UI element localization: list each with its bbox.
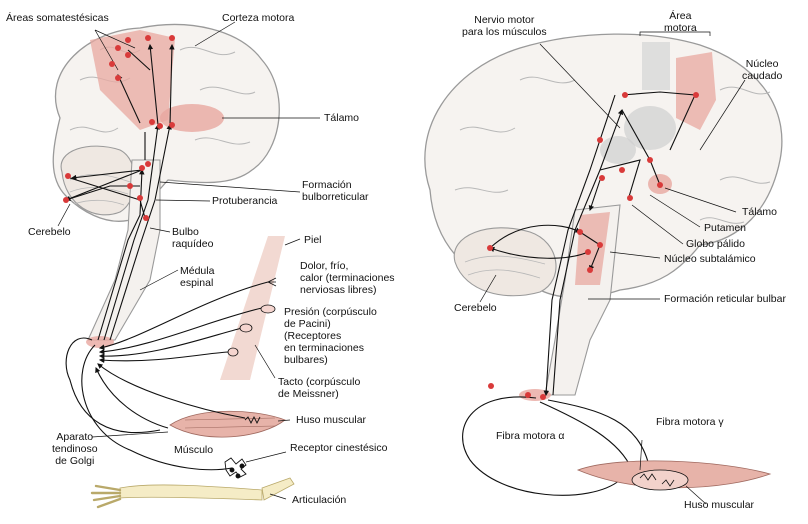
label-tacto: Tacto (corpúsculo de Meissner) [278, 376, 360, 400]
label-globo-palido: Globo pálido [686, 238, 745, 250]
label-huso-muscular-right: Huso muscular [684, 499, 754, 511]
label-putamen: Putamen [704, 222, 746, 234]
label-musculo: Músculo [174, 444, 213, 456]
label-formacion-reticular-bulbar: Formación reticular bulbar [664, 293, 786, 305]
label-nucleo-subtalamico: Núcleo subtalámico [664, 253, 756, 265]
label-presion: Presión (corpúsculo de Pacini) (Receptor… [284, 306, 377, 366]
label-fibra-motora-alfa: Fibra motora α [496, 430, 565, 442]
label-bulbo-raquideo: Bulbo raquídeo [172, 226, 213, 250]
label-formacion-bulborreticular: Formación bulborreticular [302, 179, 369, 203]
label-corteza-motora: Corteza motora [222, 12, 294, 24]
left-skin [220, 236, 285, 380]
right-cerebellum [454, 228, 556, 296]
label-fibra-motora-gamma: Fibra motora γ [656, 416, 724, 428]
label-huso-muscular-left: Huso muscular [296, 414, 366, 426]
left-cerebellum [61, 146, 135, 215]
label-areas-somatestesicas: Áreas somatestésicas [6, 12, 109, 24]
label-nervio-motor: Nervio motor para los músculos [462, 14, 547, 38]
label-cerebelo-left: Cerebelo [28, 226, 71, 238]
label-piel: Piel [304, 234, 322, 246]
label-aparato-tendinoso: Aparato tendinoso de Golgi [52, 431, 98, 467]
label-articulacion: Articulación [292, 494, 346, 506]
label-medula-espinal: Médula espinal [180, 265, 214, 289]
label-protuberancia: Protuberancia [212, 195, 277, 207]
right-brain-diagram [425, 32, 782, 504]
label-dolor-frio-calor: Dolor, frío, calor (terminaciones nervio… [300, 260, 395, 296]
right-motor-area [642, 42, 670, 90]
label-nucleo-caudado: Núcleo caudado [742, 58, 782, 82]
label-talamo-right: Tálamo [742, 206, 777, 218]
label-receptor-cinestesico: Receptor cinestésico [290, 442, 387, 454]
left-kinesthetic-receptor [225, 458, 246, 478]
label-cerebelo-right: Cerebelo [454, 302, 497, 314]
left-arm-joint [92, 478, 294, 507]
label-talamo-left: Tálamo [324, 112, 359, 124]
label-area-motora: Área motora [664, 10, 697, 34]
